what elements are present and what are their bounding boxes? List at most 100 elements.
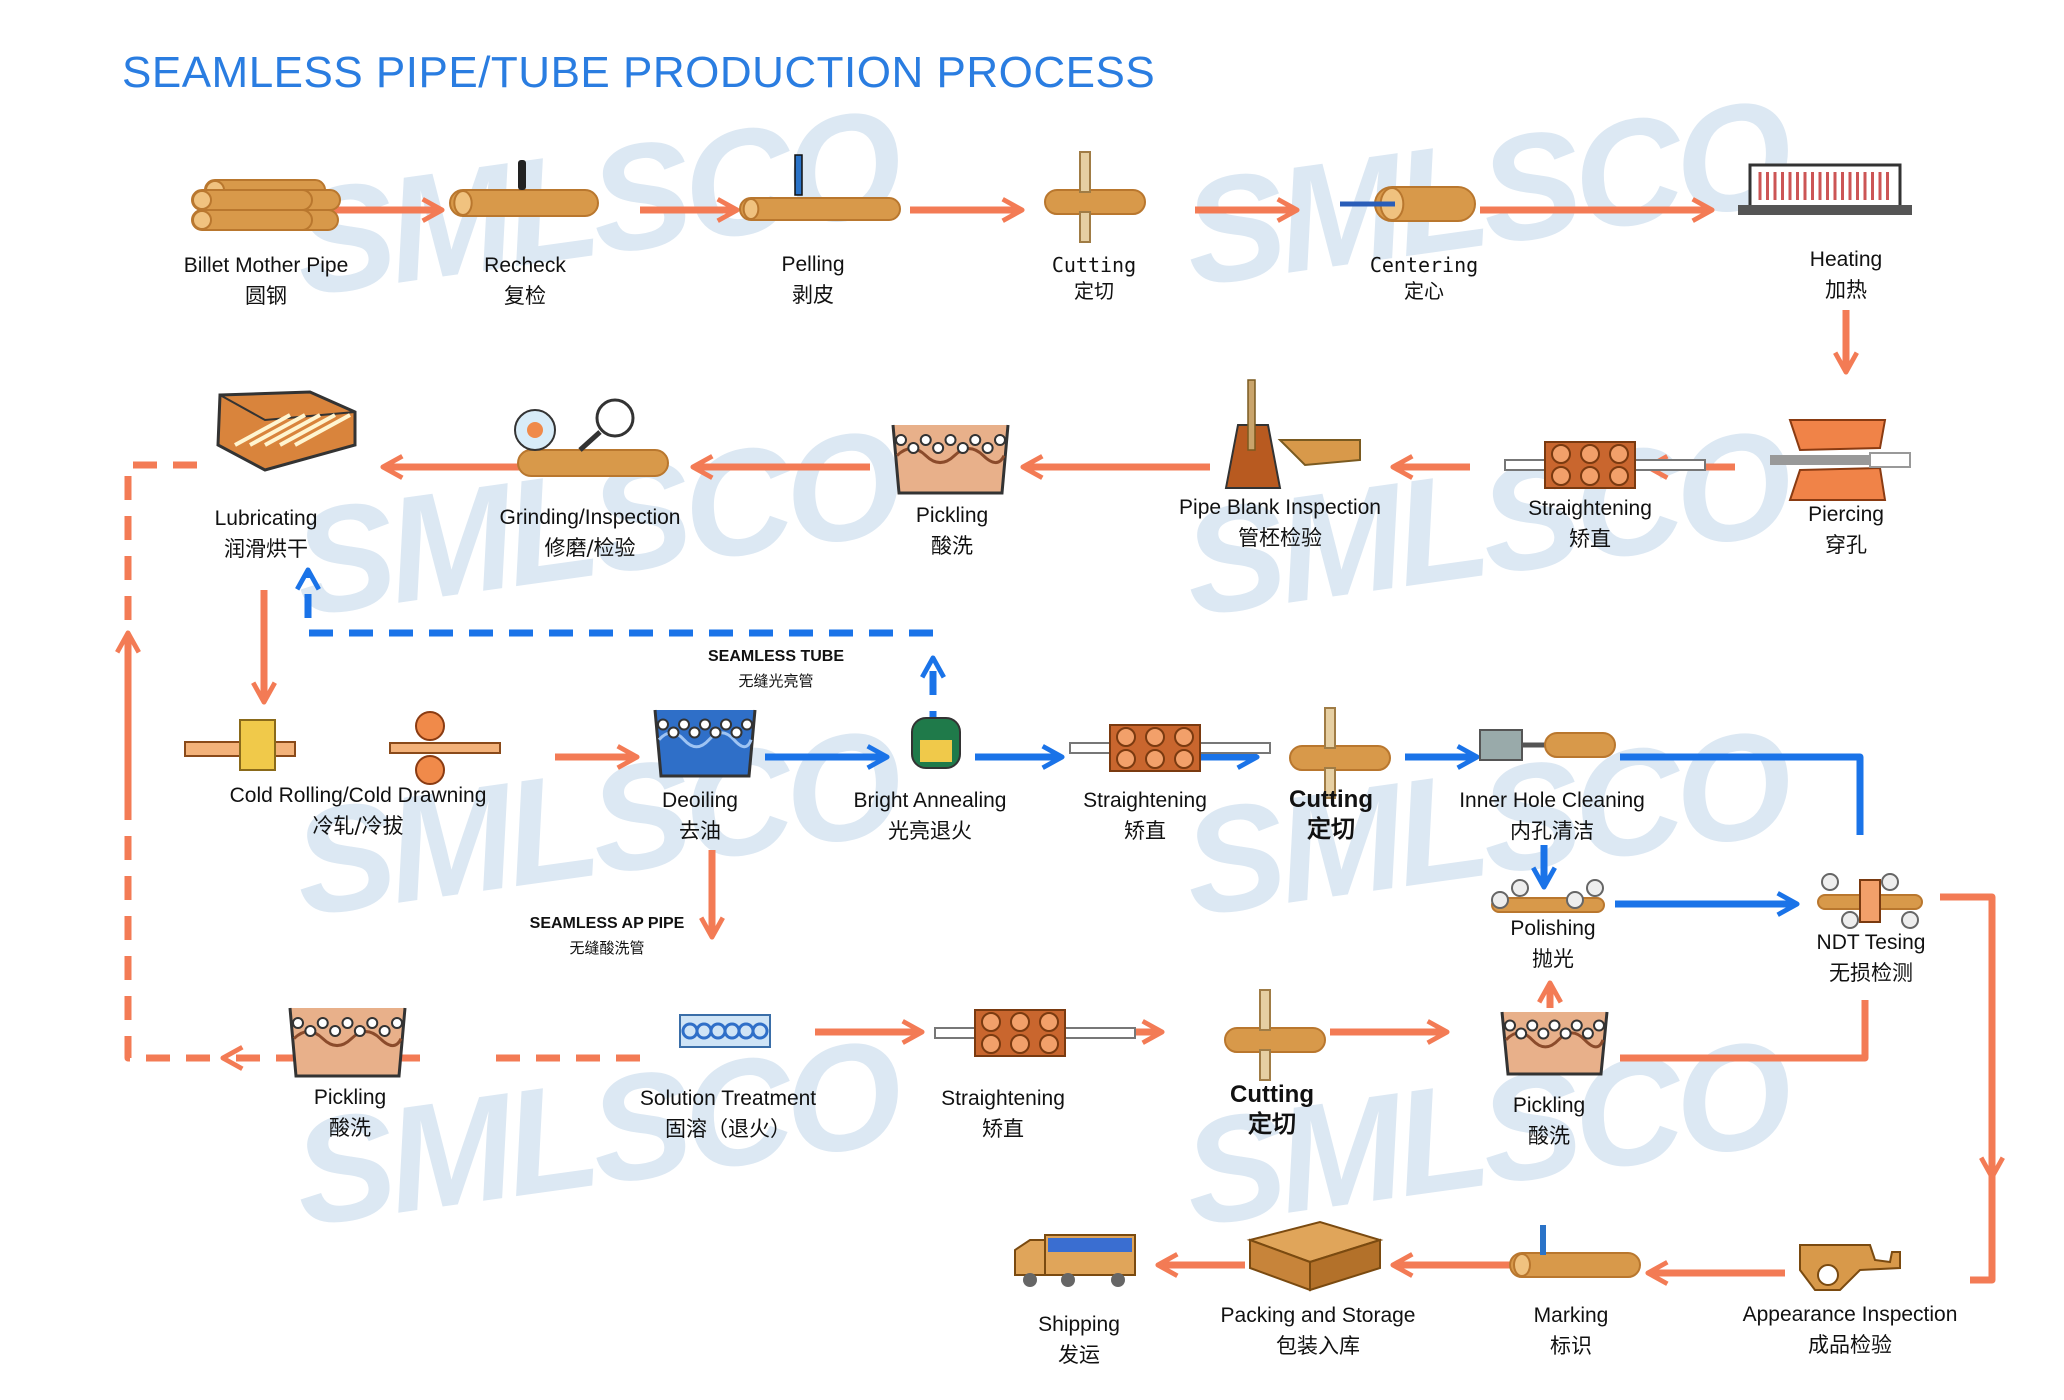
tank-bead bbox=[1581, 1027, 1594, 1040]
arrow-seamless-tube-return bbox=[295, 567, 933, 637]
roller bbox=[1551, 444, 1571, 464]
truck-cab bbox=[1014, 1239, 1046, 1276]
polish-wheel bbox=[1491, 891, 1509, 909]
step-label-zh: 润滑烘干 bbox=[223, 537, 308, 562]
cut-blade bbox=[1324, 767, 1336, 799]
step-label-en: Cutting bbox=[1289, 786, 1373, 813]
recheck-probe bbox=[518, 160, 526, 190]
step-label-en: Cutting bbox=[1051, 253, 1137, 277]
cutting-icon bbox=[1044, 151, 1146, 243]
truck-icon bbox=[1014, 1234, 1136, 1287]
tank-bead bbox=[895, 434, 907, 446]
rolling-roll bbox=[415, 755, 445, 785]
marking-pen bbox=[1540, 1225, 1546, 1255]
seamless-tube-note-en: SEAMLESS TUBE bbox=[707, 648, 845, 665]
tank-bead bbox=[994, 434, 1006, 446]
mandrel bbox=[1770, 455, 1870, 465]
step-label-zh: 定切 bbox=[1307, 814, 1355, 843]
gauge-arm bbox=[1277, 439, 1361, 467]
tank-bead bbox=[1570, 1019, 1583, 1032]
billet-end bbox=[192, 210, 212, 230]
ndt-coil bbox=[1859, 879, 1881, 923]
arrow-cleaning-ndt bbox=[1620, 753, 1864, 835]
step-label-zh: 酸洗 bbox=[329, 1116, 371, 1141]
tank-bead bbox=[907, 442, 920, 454]
pipe-end bbox=[742, 198, 760, 220]
tank-bead bbox=[329, 1025, 342, 1037]
cleaning-pipe bbox=[1544, 732, 1616, 758]
seamless-tube-note-zh: 无缝光亮管 bbox=[738, 672, 814, 690]
seamless-tube-note: SEAMLESS TUBE 无缝光亮管 bbox=[708, 648, 844, 691]
inspection-gauge bbox=[1799, 1244, 1901, 1291]
flask bbox=[1224, 424, 1282, 489]
tank-bead bbox=[341, 1017, 354, 1029]
step-label-en: Packing and Storage bbox=[1220, 1304, 1416, 1327]
tank-bead bbox=[1559, 1027, 1572, 1040]
tank-bead bbox=[741, 718, 753, 731]
truck-load bbox=[1048, 1238, 1132, 1252]
tank-bead bbox=[720, 718, 732, 731]
deoiling-tank-icon bbox=[653, 709, 757, 778]
seamless-ap-pipe-note: SEAMLESS AP PIPE 无缝酸洗管 bbox=[530, 915, 685, 958]
marking-icon bbox=[1509, 1252, 1641, 1278]
cutting-icon bbox=[1289, 707, 1391, 799]
lube-edge bbox=[219, 394, 356, 422]
step-label-en: Straightening bbox=[1083, 789, 1207, 812]
step-label-zh: 剥皮 bbox=[791, 283, 834, 308]
step-label-zh: 酸洗 bbox=[1528, 1124, 1570, 1149]
piercing-icon bbox=[1770, 419, 1911, 501]
furnace-body bbox=[1748, 163, 1902, 212]
tank-bead bbox=[353, 1025, 366, 1037]
step-label-en: NDT Tesing bbox=[1816, 931, 1926, 954]
billet-end bbox=[192, 190, 212, 210]
rolling-roll bbox=[415, 711, 445, 741]
box-front bbox=[1309, 1238, 1381, 1292]
roller bbox=[981, 1012, 1001, 1032]
step-label-zh: 发运 bbox=[1057, 1343, 1100, 1368]
straightener-icon bbox=[934, 1009, 1136, 1057]
pickling-tank-icon bbox=[891, 424, 1010, 495]
step-label-en: Grinding/Inspection bbox=[499, 506, 681, 529]
pipe-body bbox=[449, 189, 599, 217]
arrow-ndt-appearance bbox=[1940, 893, 1996, 1284]
pipe-end bbox=[453, 190, 473, 216]
step-label-zh: 管柸检验 bbox=[1238, 526, 1322, 551]
step-label-en: Cutting bbox=[1230, 1081, 1314, 1108]
grind-hub bbox=[527, 422, 543, 438]
lube-pipe bbox=[294, 413, 351, 447]
pipe-end bbox=[1513, 1253, 1531, 1277]
cutting-icon bbox=[1224, 989, 1326, 1081]
step-label-en: Shipping bbox=[1038, 1313, 1120, 1336]
ndt-icon bbox=[1817, 873, 1923, 929]
roller bbox=[1145, 727, 1165, 747]
roller bbox=[1174, 727, 1194, 747]
step-label-zh: 成品检验 bbox=[1807, 1333, 1892, 1358]
step-label-zh: 酸洗 bbox=[931, 534, 973, 559]
step-label-en: Centering bbox=[1369, 253, 1479, 277]
step-label-en: Heating bbox=[1809, 248, 1883, 271]
magnifier-icon bbox=[595, 398, 635, 438]
seamless-ap-note-zh: 无缝酸洗管 bbox=[569, 939, 645, 957]
ndt-roller bbox=[1881, 873, 1899, 891]
step-label-en: Piercing bbox=[1808, 503, 1884, 526]
inspection-icon bbox=[1224, 379, 1361, 489]
cleaning-icon bbox=[1479, 729, 1616, 761]
cut-pipe bbox=[1044, 189, 1146, 215]
grind-pipe bbox=[517, 449, 669, 477]
tank-bead bbox=[1548, 1019, 1561, 1032]
step-label-zh: 定切 bbox=[1248, 1109, 1296, 1138]
pickling-tank-icon bbox=[288, 1007, 407, 1078]
step-label-zh: 抛光 bbox=[1531, 947, 1574, 972]
step-label-zh: 修磨/检验 bbox=[544, 536, 636, 561]
tank-bead bbox=[391, 1017, 403, 1029]
